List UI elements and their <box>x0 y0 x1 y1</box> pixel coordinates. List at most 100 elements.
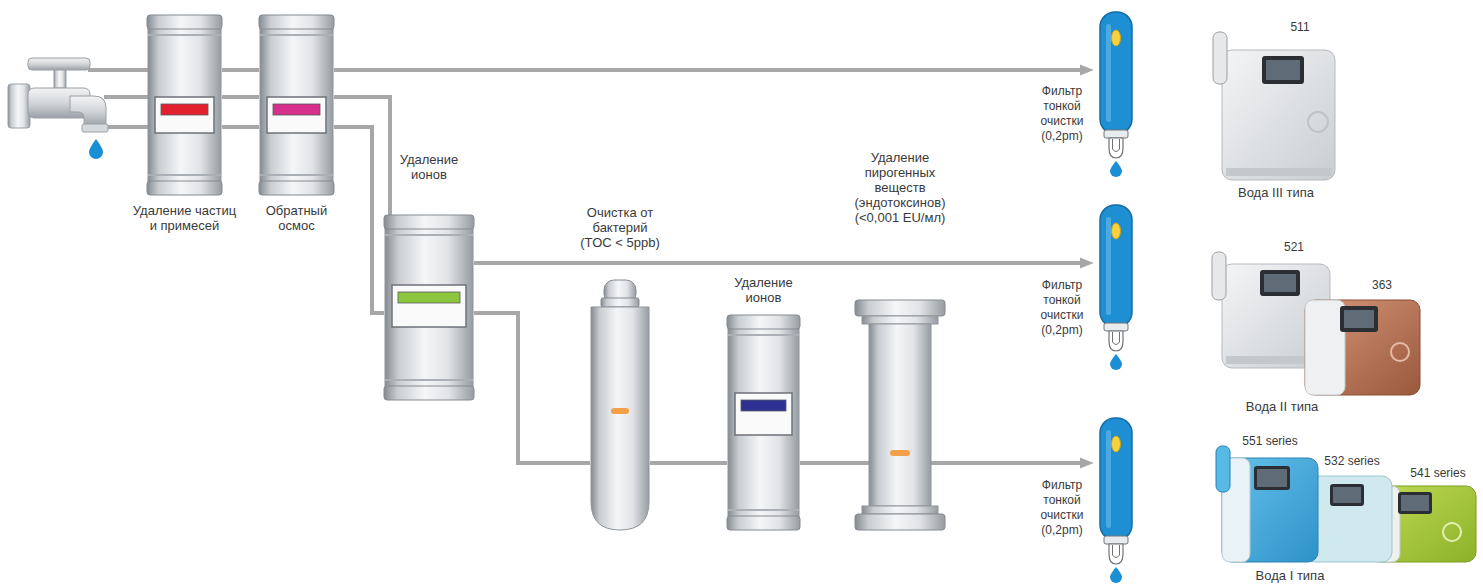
purifier-device <box>1262 56 1304 84</box>
pipe-connector <box>334 127 384 313</box>
node-shape <box>727 315 800 530</box>
water-drop <box>1110 567 1122 583</box>
water-tap <box>8 84 30 128</box>
purifier-device <box>1308 112 1328 132</box>
cartridge-ring <box>601 298 639 307</box>
water-drop <box>1110 354 1122 370</box>
node-outline <box>727 315 800 530</box>
cartridge-window <box>735 393 792 435</box>
cartridge-cap <box>147 181 222 195</box>
filter-collar <box>1104 130 1128 138</box>
purifier-device <box>1260 270 1300 296</box>
cartridge-marker <box>161 104 208 115</box>
cartridge-cap <box>259 181 334 195</box>
final-filter: Фильтр тонкой очистки (0,2pm) <box>1100 12 1132 177</box>
filter-indicator <box>1112 436 1121 452</box>
pipe-connector <box>334 68 1084 72</box>
node-shape <box>147 15 222 195</box>
purifier-device <box>1222 458 1318 562</box>
cartridge-flange <box>855 300 945 316</box>
model-number: 363 <box>1372 278 1392 292</box>
filter-indicator <box>1112 30 1121 46</box>
node-outline <box>1100 12 1132 177</box>
cartridge-body <box>728 327 799 518</box>
filter-nozzle <box>1113 332 1120 345</box>
cartridge-groove <box>148 174 221 176</box>
node-outline <box>855 300 945 530</box>
cartridge-groove <box>385 234 473 236</box>
cartridge-body <box>148 27 221 183</box>
purifier-device <box>1330 484 1364 506</box>
filter-indicator <box>1112 223 1121 239</box>
purifier-device <box>1212 252 1226 300</box>
node-outline <box>384 215 474 400</box>
node-outline <box>590 280 650 530</box>
node-shape <box>1100 205 1132 370</box>
cartridge-marker <box>741 400 786 411</box>
water-tap <box>70 96 106 126</box>
filter-collar <box>1104 536 1128 544</box>
purifier-device <box>1222 50 1335 180</box>
pipe-connector <box>334 97 390 215</box>
stage-label: Очистка от бактерий (TOC < 5ppb) <box>576 205 664 250</box>
purifier-device <box>1266 60 1300 80</box>
cartridge-body <box>869 324 931 506</box>
stage-label: Фильтр тонкой очистки (0,2pm) <box>1032 478 1092 538</box>
filter-cartridge: Обратный осмос <box>259 15 334 195</box>
pipe-connector <box>800 461 869 465</box>
sterilizer-cartridge: Очистка от бактерий (TOC < 5ppb) <box>590 280 650 530</box>
filter-nozzle <box>1109 138 1123 158</box>
pipe-connector <box>474 313 590 463</box>
water-tap <box>28 58 90 70</box>
purifier-device <box>1257 469 1287 487</box>
stage-label: Обратный осмос <box>257 203 337 233</box>
pipe-connector <box>931 461 1084 465</box>
purifier-device <box>1305 300 1345 395</box>
cartridge-groove <box>260 174 333 176</box>
purifier-device <box>1305 300 1420 395</box>
pipe-connector <box>222 68 259 72</box>
cartridge-cap <box>727 315 800 329</box>
cartridge-body <box>591 307 649 530</box>
cartridge-neck <box>862 316 938 324</box>
supply-pipe <box>104 125 149 129</box>
filter-cartridge: Удаление ионов <box>727 315 800 530</box>
cartridge-cap <box>259 15 334 29</box>
connectors <box>222 70 1084 463</box>
model-number: 541 series <box>1410 466 1465 480</box>
model-number: 551 series <box>1242 434 1297 448</box>
purifier-device <box>1398 492 1432 514</box>
node-outline <box>1100 205 1132 370</box>
supply-pipe <box>88 68 149 72</box>
cartridge-marker <box>398 292 460 303</box>
filter-nozzle <box>1113 545 1120 558</box>
cartridge-groove <box>260 34 333 36</box>
node-shape <box>1100 12 1132 177</box>
stage-label: Удаление ионов <box>726 275 802 305</box>
purifier-device <box>1213 32 1335 180</box>
filter-highlight <box>1106 217 1111 315</box>
filter-cartridge: Удаление частиц и примесей <box>147 15 222 195</box>
supply-pipe <box>104 95 149 99</box>
stage-label: Фильтр тонкой очистки (0,2pm) <box>1032 278 1092 338</box>
purifier-device <box>1344 310 1374 328</box>
cartridge-groove <box>728 509 799 511</box>
filter-capsule <box>1100 205 1132 327</box>
filter-nozzle <box>1109 331 1123 351</box>
pipe-connector <box>222 125 259 129</box>
stage-label: Удаление частиц и примесей <box>131 203 239 233</box>
cartridge-marker <box>890 450 910 456</box>
model-number: 511 <box>1290 20 1309 34</box>
filter-nozzle <box>1109 544 1123 564</box>
water-tap <box>82 124 108 132</box>
water-grade: Вода III типа <box>1238 186 1314 200</box>
final-filter: Фильтр тонкой очистки (0,2pm) <box>1100 418 1132 583</box>
water-tap <box>54 70 66 88</box>
filter-cartridge: Удаление ионов <box>384 215 474 400</box>
purifier-device <box>1443 523 1461 541</box>
node-outline <box>1100 418 1132 583</box>
pyrogen-cartridge: Удаление пирогенных веществ (эндотоксино… <box>869 300 931 530</box>
node-shape <box>259 15 334 195</box>
purifier-device <box>1333 487 1361 503</box>
cartridge-flange <box>855 514 945 530</box>
